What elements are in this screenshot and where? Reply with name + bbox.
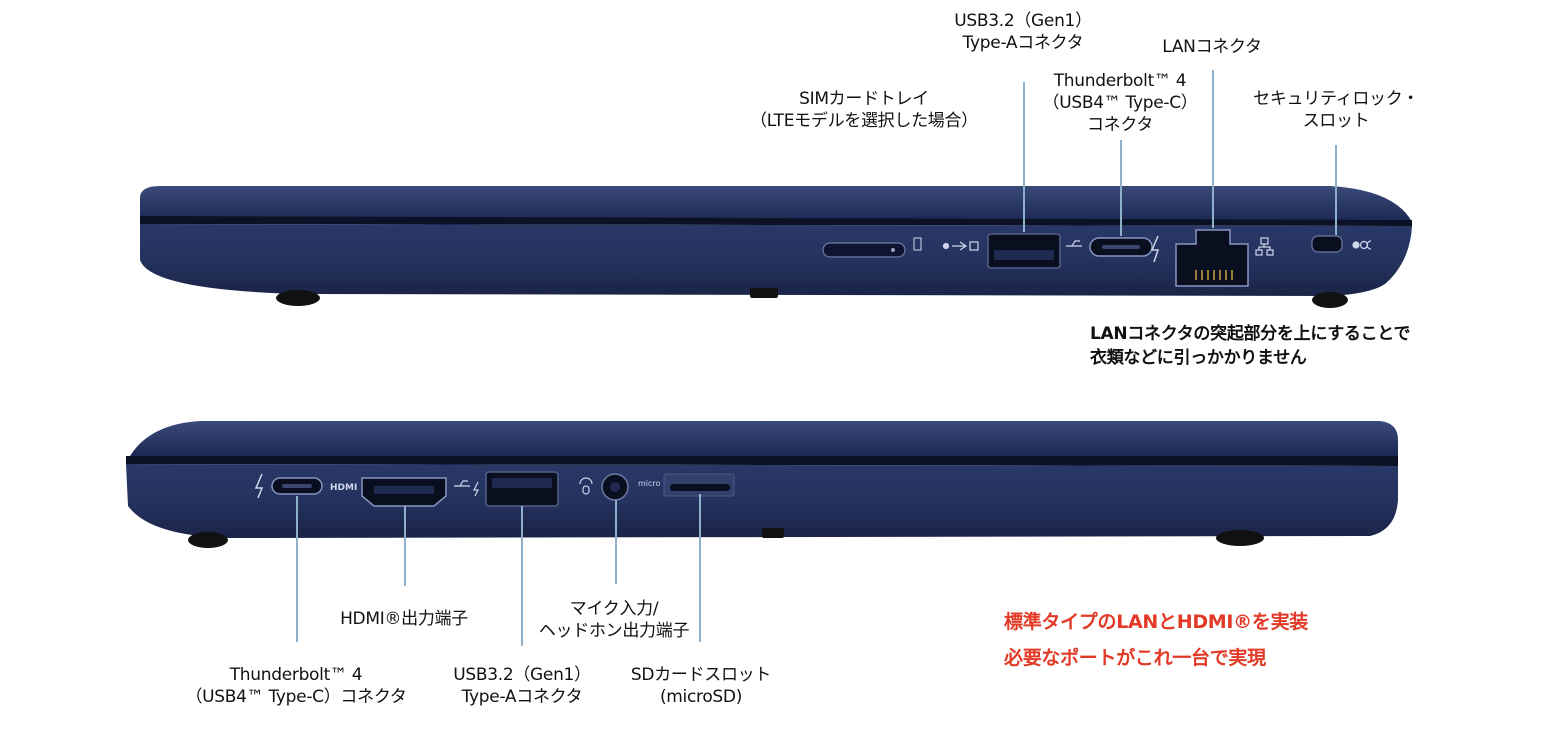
lan-note: LANコネクタの突起部分を上にすることで衣類などに引っかかりません	[1090, 324, 1411, 368]
network-icon	[1255, 237, 1274, 256]
label-audio: マイク入力/ヘッドホン出力端子	[538, 599, 690, 641]
usb-icon	[1066, 240, 1082, 247]
leader-usb-a-right	[1023, 82, 1025, 232]
leader-usb-a-left	[521, 506, 523, 646]
leader-sd	[699, 494, 701, 642]
label-thunderbolt-left: Thunderbolt™ 4（USB4™ Type-C）コネクタ	[185, 665, 407, 707]
headset-icon	[579, 477, 593, 495]
leader-thunderbolt-left	[296, 496, 298, 642]
microsd-slot	[670, 484, 730, 491]
lan-pins	[1195, 270, 1233, 280]
leader-audio	[615, 500, 617, 584]
laptop-left-side: HDMI micro SD	[126, 421, 1398, 548]
hdmi-mark: HDMI	[330, 483, 357, 493]
sim-icon	[913, 237, 922, 251]
label-security: セキュリティロック・スロット	[1253, 89, 1419, 131]
label-thunderbolt-right: Thunderbolt™ 4（USB4™ Type-C）コネクタ	[1042, 71, 1198, 135]
leader-security	[1335, 145, 1337, 235]
label-sd: SDカードスロット(microSD)	[630, 665, 772, 707]
label-usb-a-left: USB3.2（Gen1）Type-Aコネクタ	[453, 665, 591, 707]
usb-icon	[454, 480, 479, 497]
label-sim-tray: SIMカードトレイ（LTEモデルを選択した場合）	[750, 89, 978, 131]
lan-port	[1175, 229, 1249, 287]
label-usb-a-right: USB3.2（Gen1）Type-Aコネクタ	[954, 11, 1092, 53]
thunderbolt-icon	[1150, 235, 1160, 263]
leader-hdmi	[404, 506, 406, 586]
leader-lan	[1212, 70, 1214, 228]
laptop-right-side	[140, 186, 1412, 308]
lock-icon	[1352, 240, 1372, 250]
label-lan: LANコネクタ	[1162, 37, 1262, 57]
usb-a-port	[485, 471, 559, 507]
label-hdmi: HDMI®出力端子	[340, 609, 468, 629]
thunderbolt-icon	[254, 473, 264, 499]
security-lock-slot	[1311, 235, 1343, 253]
sim-tray-slot	[822, 242, 906, 258]
power-usb-icon	[942, 241, 979, 251]
feature-highlight: 標準タイプのLANとHDMI®を実装必要なポートがこれ一台で実現	[1004, 611, 1308, 669]
leader-thunderbolt-right	[1120, 140, 1122, 236]
microsd-mark: micro SD	[638, 479, 674, 488]
